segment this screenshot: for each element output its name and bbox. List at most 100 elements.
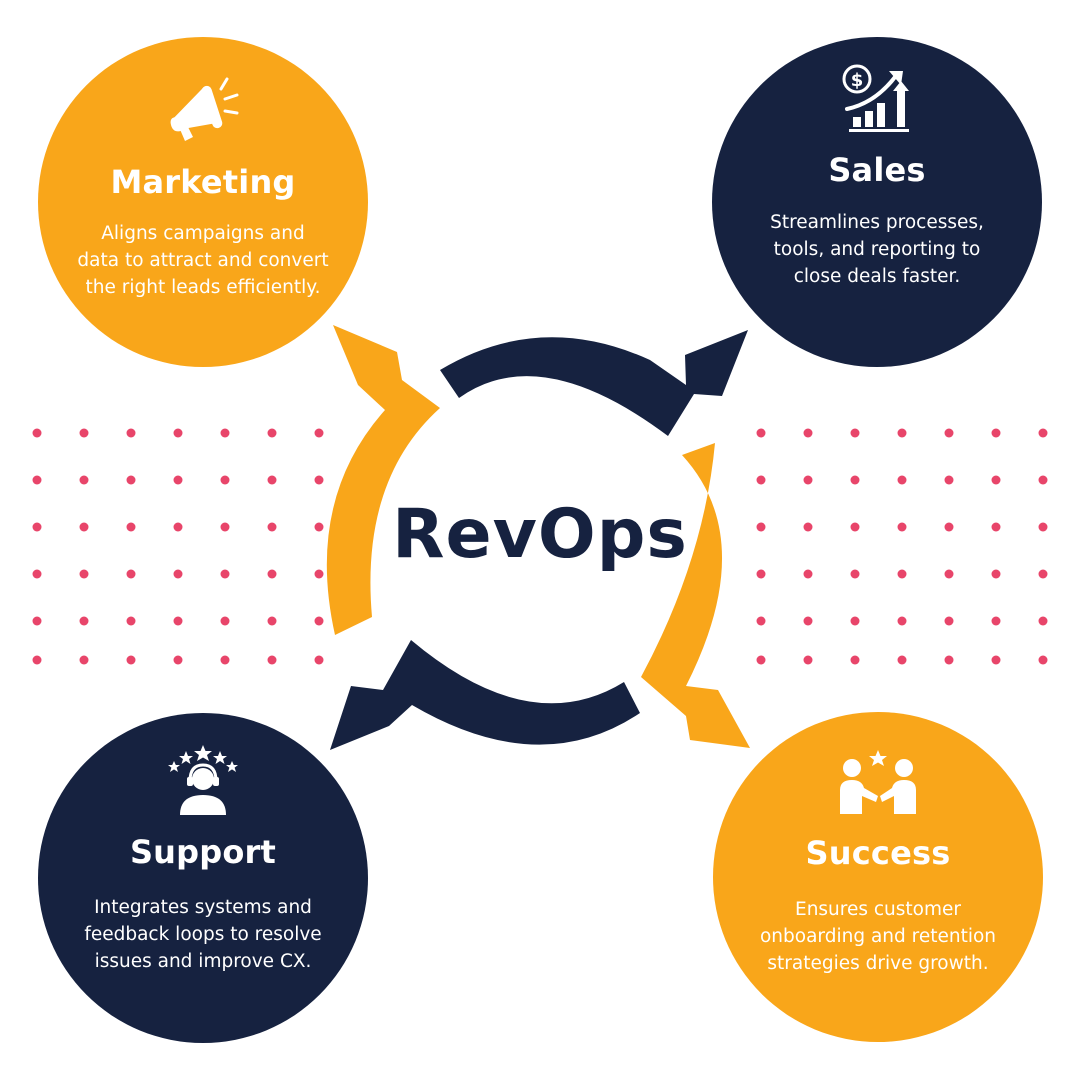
pattern-dot <box>314 475 324 485</box>
pattern-dot <box>173 655 183 665</box>
pattern-dot <box>756 475 766 485</box>
pattern-dot <box>944 616 954 626</box>
description-line: data to attract and convert <box>77 250 329 271</box>
pattern-dot <box>32 569 42 579</box>
pattern-dot <box>756 569 766 579</box>
pattern-dot <box>126 428 136 438</box>
pattern-dot <box>1038 655 1048 665</box>
pattern-dot <box>1038 569 1048 579</box>
revenue-growth-chart-icon: $ <box>712 63 1042 133</box>
description-line: the right leads efficiently. <box>85 277 321 298</box>
pattern-dot <box>944 475 954 485</box>
pattern-dot <box>79 569 89 579</box>
node-description: Streamlines processes, tools, and report… <box>737 209 1017 290</box>
description-line: onboarding and retention <box>759 926 997 947</box>
description-line: tools, and reporting to <box>773 239 981 260</box>
pattern-dot <box>126 475 136 485</box>
pattern-dot <box>803 655 813 665</box>
pattern-dot <box>756 655 766 665</box>
pattern-dot <box>314 522 324 532</box>
description-line: Aligns campaigns and <box>101 223 305 244</box>
node-title: Success <box>805 834 951 872</box>
pattern-dot <box>991 428 1001 438</box>
pattern-dot <box>220 655 230 665</box>
pattern-dot <box>991 616 1001 626</box>
node-description: Ensures customer onboarding and retentio… <box>738 896 1018 977</box>
description-line: close deals faster. <box>793 266 961 287</box>
pattern-dot <box>126 655 136 665</box>
pattern-dot <box>850 522 860 532</box>
description-line: Ensures customer <box>795 899 961 920</box>
node-sales: $ Sales Streamlines processes, tools, an… <box>712 37 1042 367</box>
pattern-dot <box>79 655 89 665</box>
pattern-dot <box>897 475 907 485</box>
pattern-dot <box>944 522 954 532</box>
pattern-dot <box>756 428 766 438</box>
description-line: Streamlines processes, <box>770 212 984 233</box>
pattern-dot <box>126 616 136 626</box>
pattern-dot <box>267 475 277 485</box>
pattern-dot <box>220 569 230 579</box>
pattern-dot <box>850 475 860 485</box>
pattern-dot <box>850 428 860 438</box>
pattern-dot <box>850 616 860 626</box>
pattern-dot <box>220 428 230 438</box>
pattern-dot <box>220 475 230 485</box>
pattern-dot <box>220 616 230 626</box>
pattern-dot <box>803 522 813 532</box>
pattern-dot <box>1038 522 1048 532</box>
pattern-dot <box>173 522 183 532</box>
handshake-icon <box>713 746 1043 816</box>
pattern-dot <box>32 655 42 665</box>
node-description: Aligns campaigns and data to attract and… <box>63 220 343 301</box>
pattern-dot <box>267 569 277 579</box>
pattern-dot <box>126 522 136 532</box>
pattern-dot <box>803 569 813 579</box>
megaphone-icon <box>38 75 368 145</box>
pattern-dot <box>897 655 907 665</box>
pattern-dot <box>991 569 1001 579</box>
pattern-dot <box>850 569 860 579</box>
pattern-dot <box>897 428 907 438</box>
pattern-dot <box>314 428 324 438</box>
pattern-dot <box>314 569 324 579</box>
pattern-dot <box>32 428 42 438</box>
pattern-dot <box>314 655 324 665</box>
pattern-dot <box>267 428 277 438</box>
pattern-dot <box>1038 428 1048 438</box>
node-title: Marketing <box>110 163 296 201</box>
pattern-dot <box>173 475 183 485</box>
pattern-dot <box>803 616 813 626</box>
arrow-to-marketing <box>326 325 440 635</box>
pattern-dot <box>756 616 766 626</box>
pattern-dot <box>944 428 954 438</box>
description-line: issues and improve CX. <box>94 951 312 972</box>
svg-text:$: $ <box>851 70 864 91</box>
pattern-dot <box>897 522 907 532</box>
pattern-dot <box>32 522 42 532</box>
pattern-dot <box>32 616 42 626</box>
pattern-dot <box>79 616 89 626</box>
pattern-dot <box>173 616 183 626</box>
pattern-dot <box>756 522 766 532</box>
pattern-dot <box>1038 616 1048 626</box>
pattern-dot <box>944 655 954 665</box>
pattern-dot <box>897 569 907 579</box>
node-success: Success Ensures customer onboarding and … <box>713 712 1043 1042</box>
pattern-dot <box>267 655 277 665</box>
description-line: strategies drive growth. <box>767 953 989 974</box>
pattern-dot <box>267 616 277 626</box>
arrow-to-success <box>641 443 750 748</box>
pattern-dot <box>991 655 1001 665</box>
arrow-to-support <box>330 640 640 750</box>
description-line: feedback loops to resolve <box>84 924 322 945</box>
node-title: Sales <box>828 151 926 189</box>
pattern-dot <box>267 522 277 532</box>
pattern-dot <box>32 475 42 485</box>
pattern-dot <box>1038 475 1048 485</box>
pattern-dot <box>897 616 907 626</box>
node-title: Support <box>129 833 277 871</box>
